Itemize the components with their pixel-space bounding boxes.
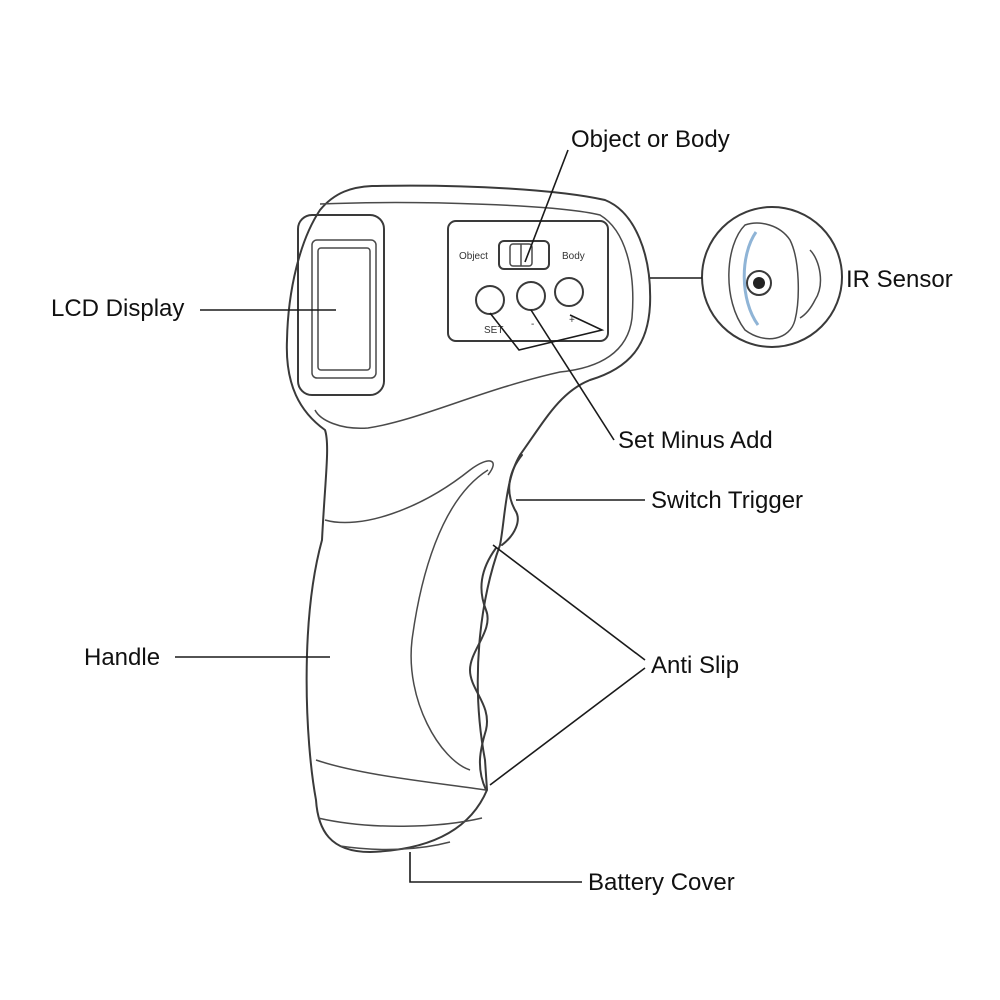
ir-sensor-magnifier: [701, 206, 843, 348]
lcd-bezel: [297, 214, 385, 396]
anti-slip-ridges: [469, 547, 497, 791]
set-button-label: SET: [484, 325, 503, 336]
switch-label-body: Body: [562, 251, 585, 262]
ir-sensor-housing: [728, 222, 800, 340]
label-lcd-display: LCD Display: [51, 295, 184, 322]
label-anti-slip: Anti Slip: [651, 652, 739, 679]
switch-trigger[interactable]: [501, 454, 523, 546]
plus-button[interactable]: [554, 277, 584, 307]
plus-button-label: +: [569, 315, 575, 326]
ir-sensor-side: [799, 249, 822, 319]
label-battery-cover: Battery Cover: [588, 869, 735, 896]
minus-button-label: -: [531, 319, 534, 330]
switch-label-object: Object: [459, 251, 488, 262]
label-object-or-body: Object or Body: [571, 126, 730, 153]
label-switch-trigger: Switch Trigger: [651, 487, 803, 514]
lcd-screen-inner: [317, 247, 371, 371]
lcd-screen: [311, 239, 377, 379]
device-outline: [285, 184, 652, 853]
ir-sensor-lens-inner: [753, 277, 765, 289]
ir-sensor-accent: [742, 231, 760, 326]
control-panel: [447, 220, 609, 342]
callout-labels: Object or Body IR Sensor LCD Display Set…: [51, 126, 953, 896]
label-ir-sensor: IR Sensor: [846, 266, 953, 293]
grip-upper-curve: [324, 460, 494, 524]
label-handle: Handle: [84, 644, 160, 671]
grip-inner-contour: [410, 469, 489, 771]
head-inner-contour: [314, 201, 634, 429]
mode-switch[interactable]: [498, 240, 550, 270]
mode-switch-track: [498, 240, 550, 270]
minus-button[interactable]: [516, 281, 546, 311]
ir-sensor-lens-outer: [746, 270, 772, 296]
battery-cover: [339, 841, 451, 851]
grip-lower-band: [315, 759, 487, 791]
ir-sensor-callout: [701, 206, 843, 348]
grip-base-band: [317, 817, 483, 828]
label-set-minus-add: Set Minus Add: [618, 427, 773, 454]
set-button[interactable]: [475, 285, 505, 315]
thermometer-device: Object Body SET - +: [285, 184, 652, 853]
leader-lines: [175, 149, 702, 883]
